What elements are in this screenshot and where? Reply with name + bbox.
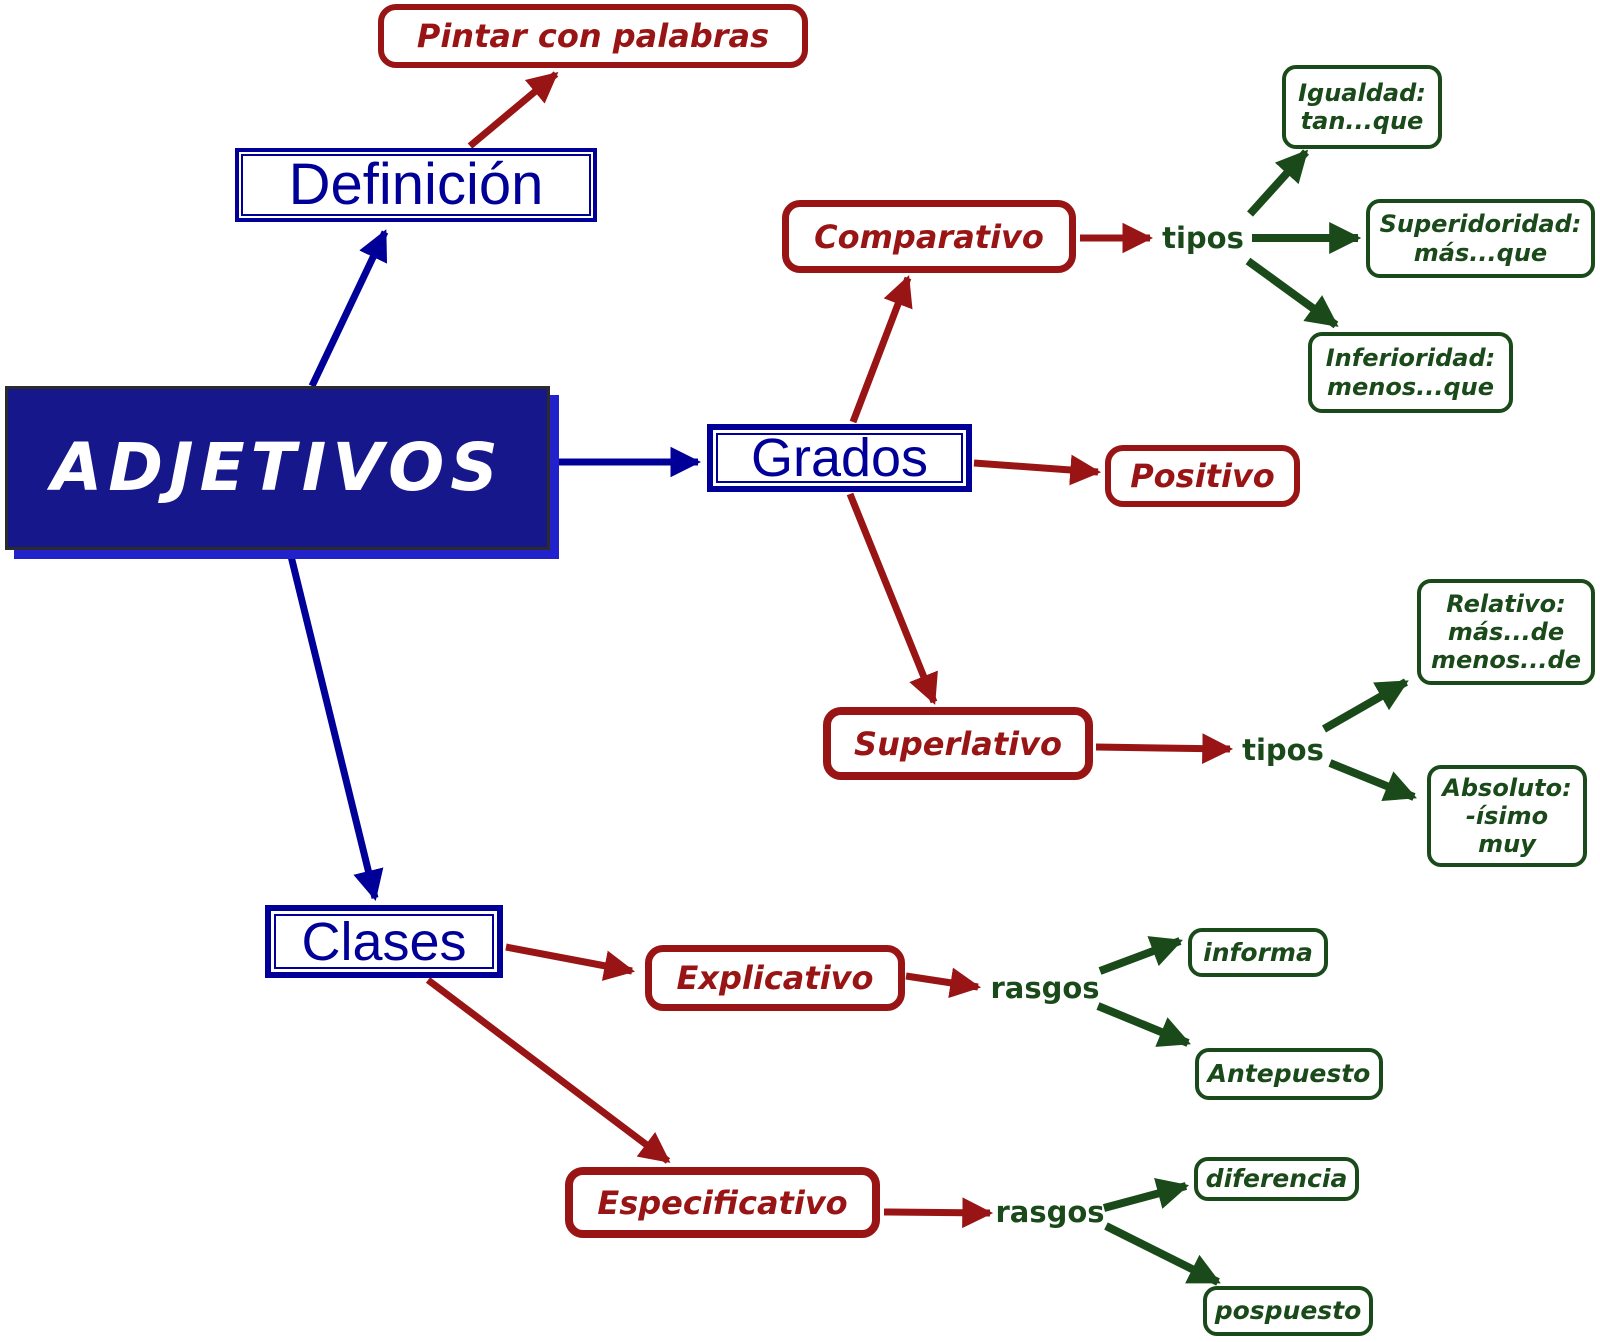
node-pospuesto[interactable]: pospuesto [1203, 1286, 1373, 1336]
node-diferencia[interactable]: diferencia [1194, 1157, 1359, 1201]
node-antepuesto[interactable]: Antepuesto [1195, 1048, 1383, 1100]
node-clases[interactable]: Clases [265, 905, 503, 978]
link-tipos-igualdad [1247, 149, 1309, 217]
node-explicativo[interactable]: Explicativo [645, 945, 905, 1011]
link-tipos-absoluto [1328, 759, 1417, 802]
node-comparativo[interactable]: Comparativo [782, 200, 1076, 273]
link-rasgos-informa [1098, 936, 1183, 975]
node-igualdad[interactable]: Igualdad: tan...que [1282, 65, 1442, 149]
link-word-rasgos-explicativo[interactable]: rasgos [990, 970, 1100, 1005]
node-pintar-con-palabras[interactable]: Pintar con palabras [378, 4, 808, 68]
link-tipos-inferioridad [1245, 257, 1339, 329]
link-clases-explicativo [505, 943, 636, 981]
link-especificativo-rasgos [883, 1197, 994, 1229]
link-word-tipos-comparativo[interactable]: tipos [1162, 220, 1244, 255]
node-superidoridad[interactable]: Superidoridad: más...que [1366, 199, 1595, 278]
link-adjetivos-definicion [308, 229, 389, 388]
link-definicion-pintar [467, 71, 559, 149]
node-positivo[interactable]: Positivo [1105, 445, 1300, 507]
link-grados-superlativo [846, 492, 938, 705]
node-adjetivos[interactable]: ADJETIVOS [5, 386, 550, 550]
node-relativo[interactable]: Relativo: más...de menos...de [1417, 579, 1595, 685]
node-definicion[interactable]: Definición [235, 148, 597, 222]
node-informa[interactable]: informa [1188, 928, 1328, 977]
link-word-tipos-superlativo[interactable]: tipos [1242, 732, 1324, 767]
link-superlativo-tipos [1095, 733, 1234, 764]
link-tipos-relativo [1322, 678, 1409, 733]
node-inferioridad[interactable]: Inferioridad: menos...que [1308, 332, 1513, 413]
link-clases-especificativo [425, 977, 671, 1164]
link-rasgos-antepuesto [1096, 1002, 1191, 1047]
link-explicativo-rasgos [905, 967, 982, 999]
node-superlativo[interactable]: Superlativo [823, 707, 1093, 780]
link-rasgos-diferencia [1102, 1178, 1190, 1212]
node-grados[interactable]: Grados [707, 424, 972, 492]
link-adjetivos-clases [286, 551, 384, 901]
link-word-rasgos-especificativo[interactable]: rasgos [995, 1194, 1105, 1229]
link-grados-comparativo [849, 275, 913, 424]
node-especificativo[interactable]: Especificativo [565, 1167, 880, 1238]
link-rasgos-pospuesto [1104, 1222, 1221, 1286]
link-grados-positivo [973, 454, 1102, 486]
node-absoluto[interactable]: Absoluto: -ísimo muy [1427, 765, 1587, 867]
